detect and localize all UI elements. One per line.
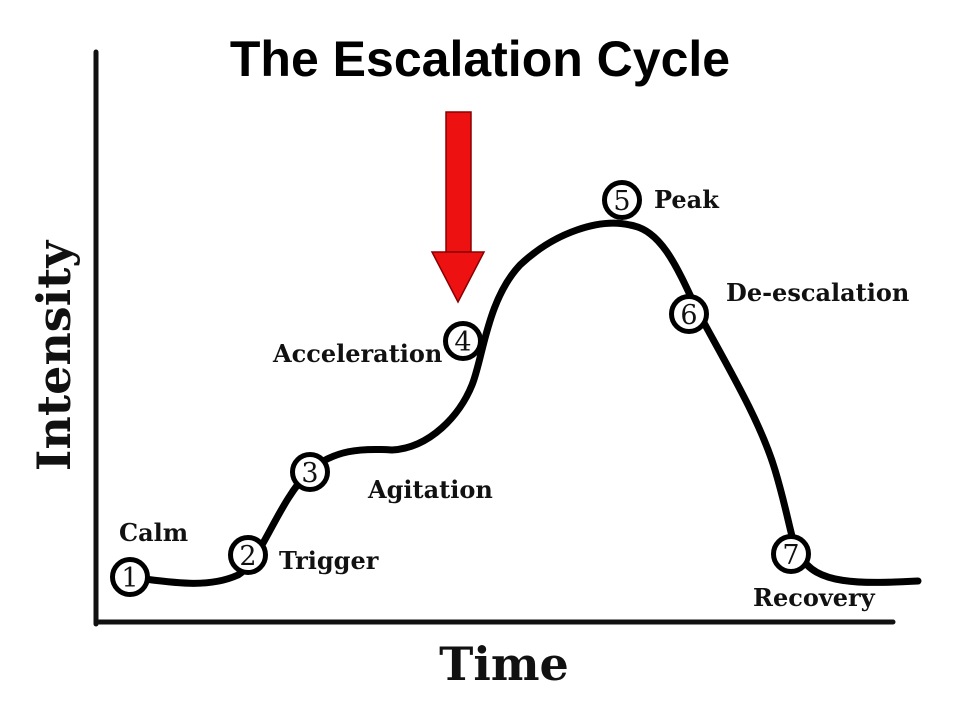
- red-down-arrow-icon: [430, 111, 486, 304]
- trigger-label: Trigger: [279, 546, 379, 575]
- stage-5-marker: 5: [602, 180, 642, 220]
- stage-1-marker: 1: [110, 557, 150, 597]
- escalation-curve: [124, 219, 922, 587]
- stage-6-number: 6: [680, 300, 697, 331]
- stage-6-marker: 6: [669, 294, 709, 334]
- y-axis-label: Intensity: [27, 240, 81, 472]
- stage-4-number: 4: [454, 327, 471, 358]
- stage-4-marker: 4: [443, 321, 483, 361]
- stage-1-number: 1: [121, 563, 138, 594]
- peak-label: Peak: [654, 185, 720, 214]
- calm-label: Calm: [119, 518, 188, 547]
- acceleration-label: Acceleration: [272, 339, 442, 368]
- stage-2-number: 2: [239, 541, 256, 572]
- stage-5-number: 5: [613, 186, 630, 217]
- page-title: The Escalation Cycle: [229, 31, 731, 87]
- stage-3-number: 3: [301, 458, 318, 489]
- stage-7-marker: 7: [771, 534, 811, 574]
- stage-7-number: 7: [782, 540, 799, 571]
- x-axis-label: Time: [439, 637, 569, 691]
- stage-2-marker: 2: [228, 535, 268, 575]
- stage-3-marker: 3: [290, 452, 330, 492]
- agitation-label: Agitation: [367, 475, 493, 504]
- de-escalation-label: De-escalation: [726, 278, 909, 307]
- recovery-label: Recovery: [753, 583, 876, 612]
